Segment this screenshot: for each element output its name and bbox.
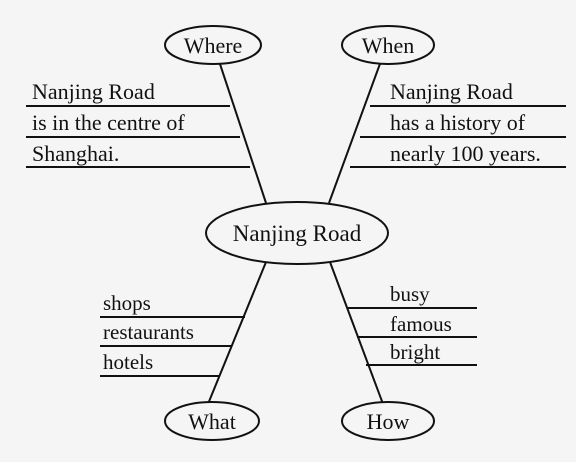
how-list-item: famous [390, 312, 452, 336]
how-list: busy famous bright [348, 282, 477, 366]
when-node-label: When [362, 33, 415, 58]
how-list-item: busy [390, 282, 430, 306]
when-note-line: has a history of [390, 110, 526, 135]
what-list-item: restaurants [103, 320, 194, 344]
what-node: What [164, 401, 260, 441]
where-note-line: Nanjing Road [32, 79, 155, 104]
when-branch-line [328, 60, 382, 204]
how-node-label: How [367, 409, 410, 434]
what-branch-line [207, 261, 267, 405]
when-note-line: nearly 100 years. [390, 141, 541, 166]
what-list-item: hotels [103, 350, 153, 374]
how-node: How [341, 401, 435, 441]
how-list-item: bright [390, 340, 440, 364]
how-branch-line [329, 261, 384, 405]
where-note-line: is in the centre of [32, 110, 185, 135]
what-node-label: What [188, 409, 236, 434]
where-notes: Nanjing Road is in the centre of Shangha… [26, 79, 250, 168]
when-note-line: Nanjing Road [390, 79, 513, 104]
when-notes: Nanjing Road has a history of nearly 100… [350, 79, 566, 168]
where-branch-line [218, 60, 267, 204]
where-node: Where [164, 25, 262, 65]
what-list: shops restaurants hotels [100, 291, 245, 377]
what-list-item: shops [103, 291, 151, 315]
where-node-label: Where [184, 33, 243, 58]
center-node: Nanjing Road [205, 201, 389, 265]
when-node: When [341, 25, 435, 65]
where-note-line: Shanghai. [32, 141, 119, 166]
center-node-label: Nanjing Road [233, 221, 362, 246]
